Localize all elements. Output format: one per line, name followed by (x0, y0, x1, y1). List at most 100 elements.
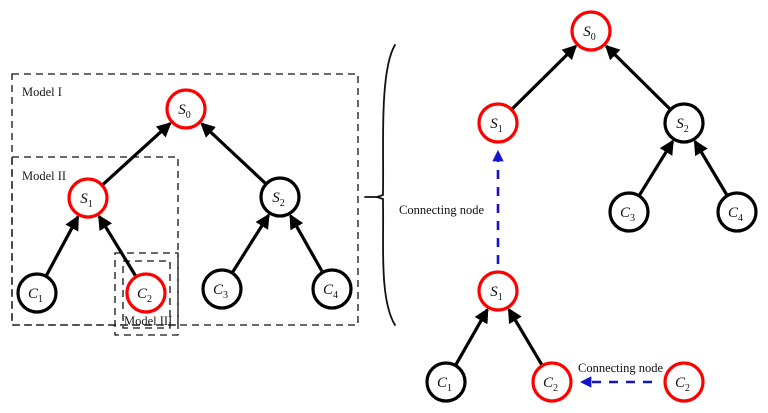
node-base-letter-R-S2: S (676, 116, 684, 132)
node-circle-L-S0 (165, 88, 207, 130)
node-L-S0: S0 (165, 88, 207, 130)
node-circle-R-C2a (531, 361, 573, 403)
node-circle-L-C3 (201, 268, 243, 310)
model-boxes-group (11, 73, 359, 336)
node-base-letter-R-C2a: C (543, 375, 554, 391)
node-subscript-L-C2: 2 (147, 294, 152, 305)
node-R-C1: C1 (425, 361, 467, 403)
node-R-S2: S2 (663, 102, 705, 144)
node-subscript-R-C2b: 2 (685, 383, 690, 394)
node-base-letter-L-C2: C (137, 286, 148, 302)
node-R-C2a: C2 (531, 361, 573, 403)
edge-R-C3-S2 (637, 139, 675, 197)
node-base-letter-L-S2: S (272, 190, 280, 206)
connector-label-connector-horizontal: Connecting node (578, 361, 664, 375)
node-circle-L-S2 (259, 176, 301, 218)
node-circle-R-S1b (477, 270, 519, 312)
node-L-S1: S1 (67, 177, 109, 219)
node-label-R-S0: S0 (583, 24, 596, 43)
node-subscript-R-C1: 1 (447, 383, 452, 394)
node-R-C3: C3 (608, 191, 650, 233)
node-label-R-C3: C3 (620, 205, 635, 224)
node-subscript-R-S0: 0 (591, 32, 596, 43)
node-base-letter-R-S0: S (583, 24, 591, 40)
node-subscript-L-S2: 2 (280, 198, 285, 209)
node-R-S1b: S1 (477, 270, 519, 312)
node-label-L-C4: C4 (323, 282, 338, 301)
right-tree-edges-group (454, 44, 729, 367)
edge-R-C1-S1b (454, 307, 489, 366)
node-L-C3: C3 (201, 268, 243, 310)
edge-L-C2-S1 (97, 214, 138, 278)
left-tree-edges-group (44, 122, 324, 278)
node-label-L-S2: S2 (272, 190, 285, 209)
node-label-L-C2: C2 (137, 286, 152, 305)
node-label-R-C2b: C2 (675, 375, 690, 394)
node-subscript-R-S2: 2 (684, 124, 689, 135)
node-label-R-C4: C4 (728, 205, 743, 224)
edge-R-S2-S0 (604, 44, 672, 111)
edge-R-S1a-S0 (510, 44, 578, 111)
node-base-letter-L-S0: S (178, 102, 186, 118)
node-circle-L-C4 (311, 268, 353, 310)
edge-L-C1-S1 (44, 215, 80, 277)
node-base-letter-R-C3: C (620, 205, 631, 221)
edge-R-C4-S2 (693, 139, 729, 197)
connector-label-connector-vertical: Connecting node (399, 203, 485, 217)
node-base-letter-L-S1: S (80, 191, 88, 207)
node-L-S2: S2 (259, 176, 301, 218)
node-L-C1: C1 (16, 272, 58, 314)
node-base-letter-L-C3: C (213, 282, 224, 298)
node-R-S0: S0 (570, 10, 612, 52)
node-R-S1a: S1 (477, 102, 519, 144)
node-R-C4: C4 (716, 191, 758, 233)
node-circle-R-C2b (663, 361, 705, 403)
panel-brace-group (364, 44, 396, 326)
node-label-L-C3: C3 (213, 282, 228, 301)
edge-L-C4-S2 (289, 213, 324, 273)
model-box-labels-group: Model I Model II Model III (22, 85, 172, 328)
node-circle-R-C4 (716, 191, 758, 233)
edge-L-S1-S0 (101, 122, 172, 187)
model-box-label-model-2: Model II (22, 169, 66, 183)
node-L-C4: C4 (311, 268, 353, 310)
node-circle-R-S1a (477, 102, 519, 144)
node-base-letter-R-C4: C (728, 205, 739, 221)
node-base-letter-R-S1a: S (490, 116, 498, 132)
node-circle-R-S2 (663, 102, 705, 144)
edge-R-C2a-S1b (507, 307, 544, 367)
node-label-R-C2a: C2 (543, 375, 558, 394)
edge-L-C3-S2 (231, 213, 270, 274)
node-subscript-L-C4: 4 (333, 290, 338, 301)
node-circle-L-S1 (67, 177, 109, 219)
model-box-label-model-1: Model I (22, 85, 62, 99)
node-base-letter-L-C1: C (28, 286, 39, 302)
node-L-C2: C2 (125, 272, 167, 314)
connecting-node-arrows-group (492, 149, 652, 388)
node-label-R-S1a: S1 (490, 116, 503, 135)
model-box-model-3 (122, 260, 171, 329)
node-circle-R-C1 (425, 361, 467, 403)
node-label-L-C1: C1 (28, 286, 43, 305)
node-subscript-L-S0: 0 (186, 110, 191, 121)
node-circle-R-C3 (608, 191, 650, 233)
node-label-L-S1: S1 (80, 191, 93, 210)
node-subscript-R-C3: 3 (630, 213, 635, 224)
panel-brace (374, 44, 396, 326)
node-base-letter-R-C2b: C (675, 375, 686, 391)
node-label-R-C1: C1 (437, 375, 452, 394)
node-circle-R-S0 (570, 10, 612, 52)
model-box-label-model-3: Model III (124, 314, 172, 328)
node-subscript-L-C3: 3 (223, 290, 228, 301)
node-label-R-S2: S2 (676, 116, 689, 135)
node-circle-L-C2 (125, 272, 167, 314)
node-subscript-R-S1a: 1 (498, 124, 503, 135)
node-base-letter-R-S1b: S (490, 284, 498, 300)
node-circle-L-C1 (16, 272, 58, 314)
node-R-C2b: C2 (663, 361, 705, 403)
node-label-R-S1b: S1 (490, 284, 503, 303)
